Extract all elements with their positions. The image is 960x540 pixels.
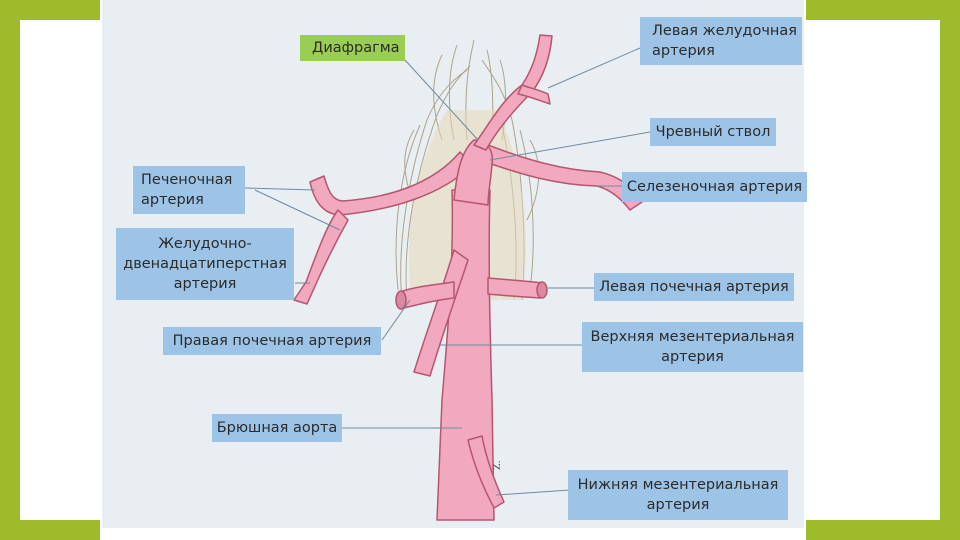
gastroduodenal-shape xyxy=(294,210,348,304)
frame-bar-left xyxy=(0,0,20,540)
inferior-mesenteric-artery-label: Нижняя мезентериальная артерия xyxy=(568,470,788,520)
arteries xyxy=(294,35,642,520)
frame-bar-right xyxy=(940,0,960,540)
superior-mesenteric-artery-label: Верхняя мезентериальная артерия xyxy=(582,322,803,372)
gastroduodenal-artery-label: Желудочно- двенадцатиперстная артерия xyxy=(116,228,294,300)
abdominal-aorta-label: Брюшная аорта xyxy=(212,414,342,442)
hepatic-artery-label: Печеночная артерия xyxy=(133,166,245,214)
diaphragm-label: Диафрагма xyxy=(300,35,405,61)
splenic-artery-label: Селезеночная артерия xyxy=(622,172,807,202)
frame-bar-bottom-left xyxy=(0,520,100,540)
artist-signature: Z. xyxy=(491,460,503,470)
right-renal-artery-label: Правая почечная артерия xyxy=(163,327,381,355)
frame-bar-top-right xyxy=(806,0,960,20)
frame-bar-bottom-right xyxy=(806,520,960,540)
left-gastric-artery-label: Левая желудочная артерия xyxy=(640,17,802,65)
celiac-trunk-label: Чревный ствол xyxy=(650,118,776,146)
left-renal-shape xyxy=(488,278,542,298)
left-renal-artery-label: Левая почечная артерия xyxy=(594,273,794,301)
